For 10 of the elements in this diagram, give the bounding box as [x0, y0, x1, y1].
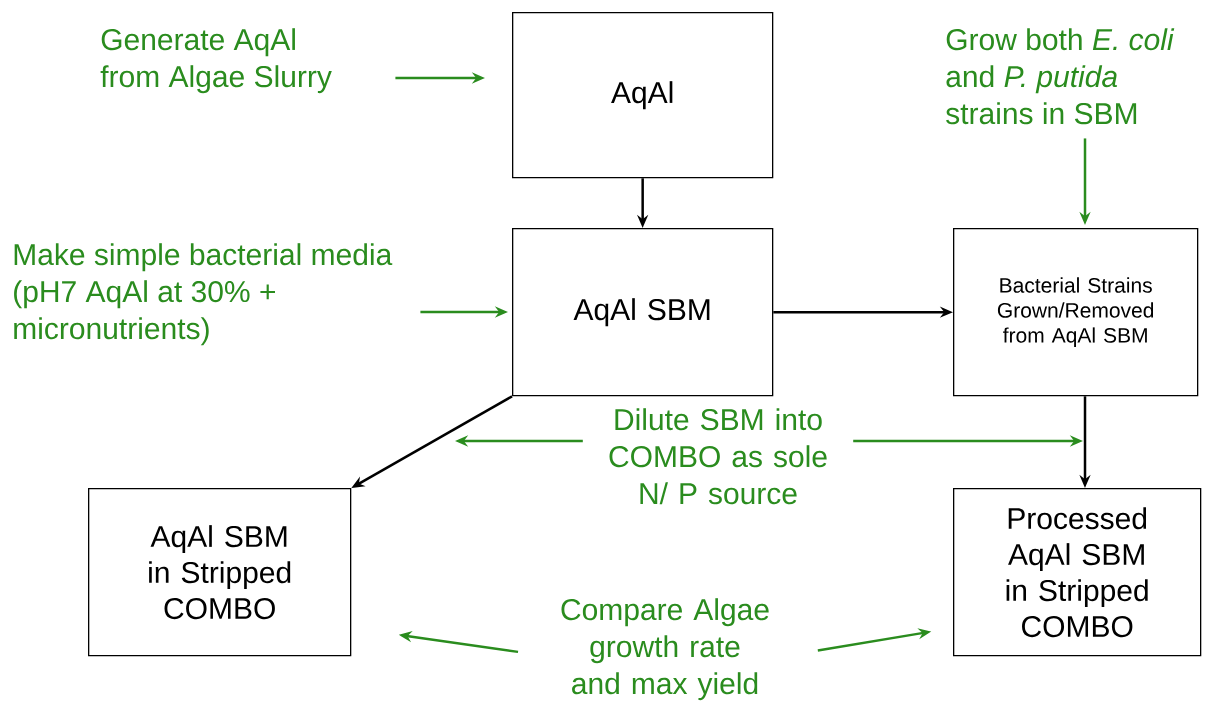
process-box: AqAl SBM in Stripped COMBO — [88, 488, 352, 657]
instruction-text: Make simple bacterial media (pH7 AqAl at 30% + micronutrients) — [14, 243, 393, 346]
instruction-text: Dilute SBM into COMBO as sole N/ P source — [609, 408, 827, 505]
instruction-text: Generate AqAl from Algae Slurry — [100, 28, 332, 94]
process-box: AqAl — [512, 12, 774, 179]
instruction-text: Compare Algae growth rate and max yield — [561, 598, 769, 701]
process-box: Processed AqAl SBM in Stripped COMBO — [953, 488, 1202, 657]
instruction-text: Grow both E. coli and P. putida strains in SBM — [946, 28, 1175, 125]
process-box: Bacterial Strains Grown/Removed from AqAl SBM — [953, 228, 1199, 397]
process-box: AqAl SBM — [512, 228, 774, 397]
